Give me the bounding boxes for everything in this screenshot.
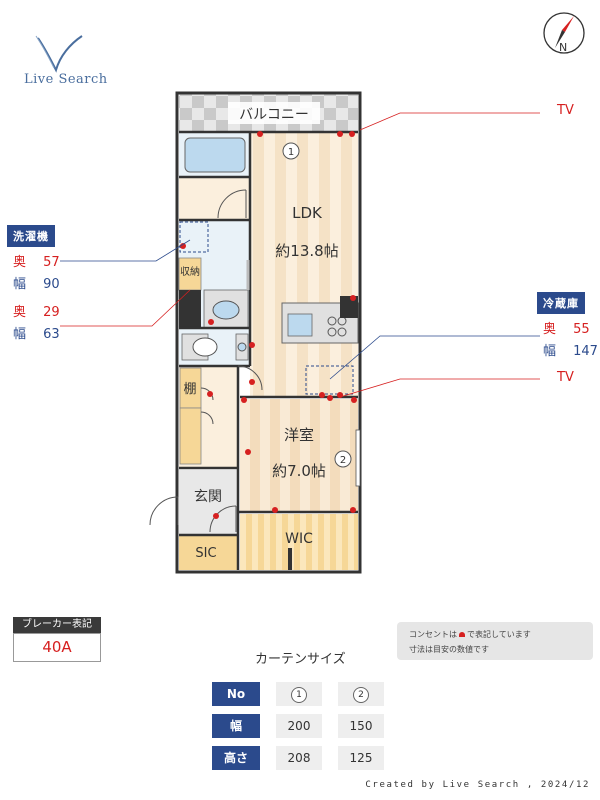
curtain-height-1: 208 [276, 746, 322, 770]
washer-width-label: 幅 [13, 277, 27, 292]
breaker-value: 40A [13, 633, 101, 662]
legend-note-line2: 寸法は目安の数値です [409, 645, 489, 654]
fridge-depth-label: 奥 [543, 322, 557, 337]
window-marker-1 [282, 142, 300, 160]
curtain-col-2-number: 2 [353, 686, 369, 703]
washer-space [179, 221, 209, 253]
niche-width-row: 幅 63 [13, 324, 60, 346]
washer-depth-label: 奥 [13, 255, 27, 270]
curtain-col-1: 1 [276, 682, 322, 706]
curtain-col-2: 2 [338, 682, 384, 706]
breaker-title: ブレーカー表記 [13, 617, 101, 633]
western-size: 約7.0帖 [272, 462, 326, 480]
window-marker-1-label: 1 [288, 147, 294, 158]
ldk-size: 約13.8帖 [275, 242, 338, 260]
washer-width-value: 90 [43, 277, 60, 292]
footer-credit: Created by Live Search , 2024/12 [365, 780, 590, 790]
sic-label: SIC [195, 546, 216, 561]
wic [240, 514, 358, 570]
outer-wall [175, 91, 362, 574]
fridge-space [305, 365, 354, 395]
window-marker-2-label: 2 [340, 455, 346, 466]
legend-note: コンセントは で表記しています 寸法は目安の数値です [397, 622, 593, 660]
curtain-col-1-number: 1 [291, 686, 307, 703]
bathtub-icon [184, 137, 246, 173]
sic [179, 535, 238, 570]
fridge-width-label: 幅 [543, 344, 557, 359]
niche-width-label: 幅 [13, 327, 27, 342]
entrance [179, 470, 238, 535]
curtain-width-2: 150 [338, 714, 384, 738]
fridge-depth-row: 奥 55 [543, 319, 590, 341]
curtain-header-no: No [212, 682, 260, 706]
wic-label: WIC [285, 531, 313, 547]
ldk-label: LDK [292, 204, 323, 222]
logo-text: Live Search [24, 72, 108, 87]
toilet-icon [192, 337, 218, 357]
fridge-tag: 冷蔵庫 [537, 292, 585, 314]
curtain-title: カーテンサイズ [255, 652, 346, 667]
fridge-depth-value: 55 [573, 322, 590, 337]
curtain-width-1: 200 [276, 714, 322, 738]
fridge-width-row: 幅 147 [543, 341, 598, 363]
niche-depth-row: 奥 29 [13, 302, 60, 324]
washer-tag: 洗濯機 [7, 225, 55, 247]
washer-depth-row: 奥 57 [13, 252, 60, 274]
shelf-label: 棚 [183, 382, 196, 397]
niche-depth-value: 29 [43, 305, 60, 320]
niche-width-value: 63 [43, 327, 60, 342]
ldk-room [250, 132, 358, 397]
outlet-legend-icon [459, 632, 465, 637]
balcony-label: バルコニー [239, 107, 309, 123]
tv-label-mid: TV [557, 370, 574, 385]
entrance-label: 玄関 [194, 488, 222, 505]
fridge-width-value: 147 [573, 344, 598, 359]
washer-width-row: 幅 90 [13, 274, 60, 296]
sink-icon [287, 313, 313, 337]
outlet-markers [180, 131, 357, 519]
compass-north-label: N [559, 41, 567, 54]
curtain-height-2: 125 [338, 746, 384, 770]
logo-mark-icon [35, 35, 83, 73]
tv-label-top: TV [557, 103, 574, 118]
western-label: 洋室 [284, 426, 314, 444]
compass-icon: N [543, 12, 585, 54]
storage-label: 収納 [180, 265, 200, 278]
curtain-width-label: 幅 [212, 714, 260, 738]
niche-depth-label: 奥 [13, 305, 27, 320]
curtain-height-label: 高さ [212, 746, 260, 770]
legend-note-line1-b: で表記しています [467, 630, 531, 639]
washer-depth-value: 57 [43, 255, 60, 270]
legend-note-line1: コンセントは で表記しています [409, 627, 581, 642]
window-marker-2 [334, 450, 352, 468]
floor-plan: バルコニー LDK 約13.8帖 収納 棚 洋室 約7.0帖 玄関 WIC SI… [60, 91, 540, 574]
legend-note-line1-a: コンセントは [409, 630, 457, 639]
